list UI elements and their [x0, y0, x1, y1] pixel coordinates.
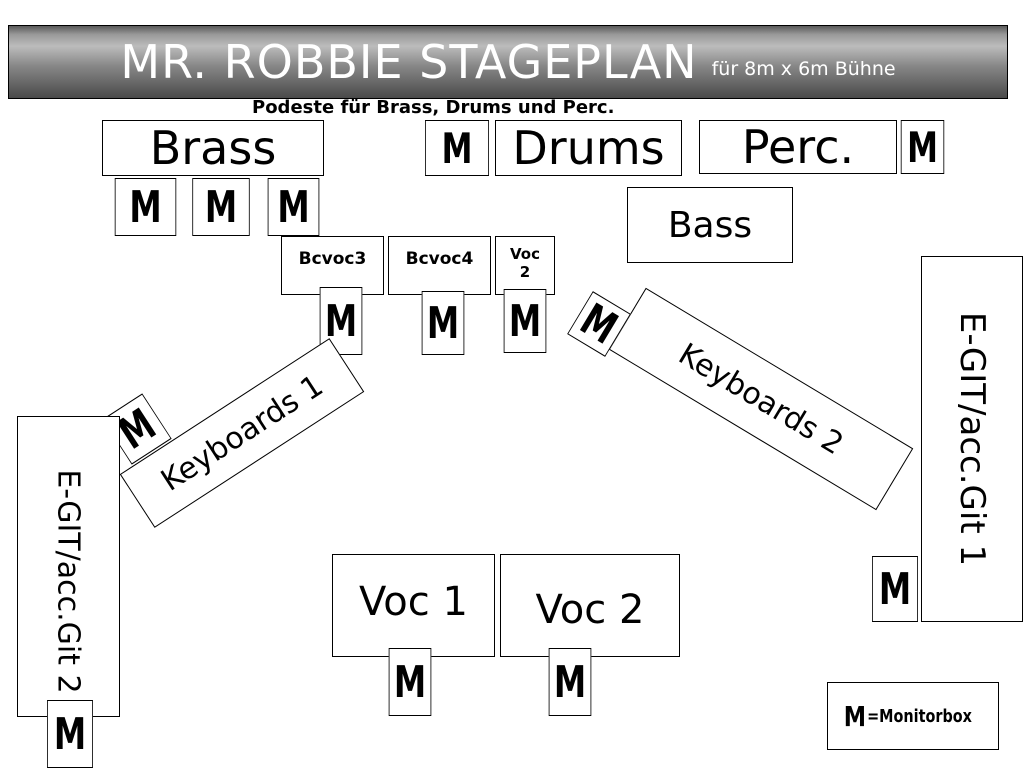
drums-station: Drums [495, 120, 682, 176]
bcvoc3-monitor: M [319, 287, 363, 355]
voc2-label: Voc 2 [535, 586, 645, 633]
perc-station: Perc. [699, 120, 897, 174]
page-title: MR. ROBBIE STAGEPLAN [120, 35, 698, 89]
title-bar: MR. ROBBIE STAGEPLAN für 8m x 6m Bühne [8, 25, 1008, 99]
brass-monitor-3: M [267, 178, 320, 236]
voc2-small-line1: Voc [510, 245, 540, 263]
bcvoc4-label: Bcvoc4 [405, 249, 474, 269]
egit2-label: E-GIT/acc.Git 2 [51, 469, 87, 694]
drums-monitor: M [425, 120, 489, 176]
brass-monitor-1: M [114, 178, 177, 236]
voc1-monitor: M [388, 648, 432, 716]
bcvoc4-monitor: M [421, 291, 465, 355]
voc2-small-station: Voc 2 [495, 236, 555, 295]
bass-station: Bass [627, 187, 793, 263]
legend-text: =Monitorbox [867, 705, 973, 727]
legend-box: M=Monitorbox [827, 682, 999, 750]
brass-station: Brass [102, 120, 324, 176]
bcvoc4-station: Bcvoc4 [388, 236, 491, 295]
egit1-station: E-GIT/acc.Git 1 [921, 256, 1023, 622]
perc-monitor: M [900, 120, 945, 174]
voc2-small-monitor: M [503, 289, 547, 353]
voc2-station: Voc 2 [500, 554, 680, 657]
egit1-label: E-GIT/acc.Git 1 [952, 311, 992, 567]
voc2-small-line2: 2 [519, 263, 531, 281]
egit2-station: E-GIT/acc.Git 2 [17, 416, 120, 717]
voc2-monitor: M [548, 648, 592, 716]
bcvoc3-label: Bcvoc3 [298, 249, 367, 269]
keyboards2-station: Keyboards 2 [608, 287, 914, 511]
bcvoc3-station: Bcvoc3 [281, 236, 384, 295]
legend-symbol: M [843, 699, 866, 733]
voc1-station: Voc 1 [332, 554, 495, 657]
brass-monitor-2: M [192, 178, 250, 236]
page-subtitle: für 8m x 6m Bühne [711, 58, 896, 80]
egit1-monitor: M [872, 556, 918, 622]
voc1-label: Voc 1 [359, 578, 468, 625]
podest-note: Podeste für Brass, Drums und Perc. [252, 97, 615, 118]
egit2-monitor: M [47, 700, 93, 768]
